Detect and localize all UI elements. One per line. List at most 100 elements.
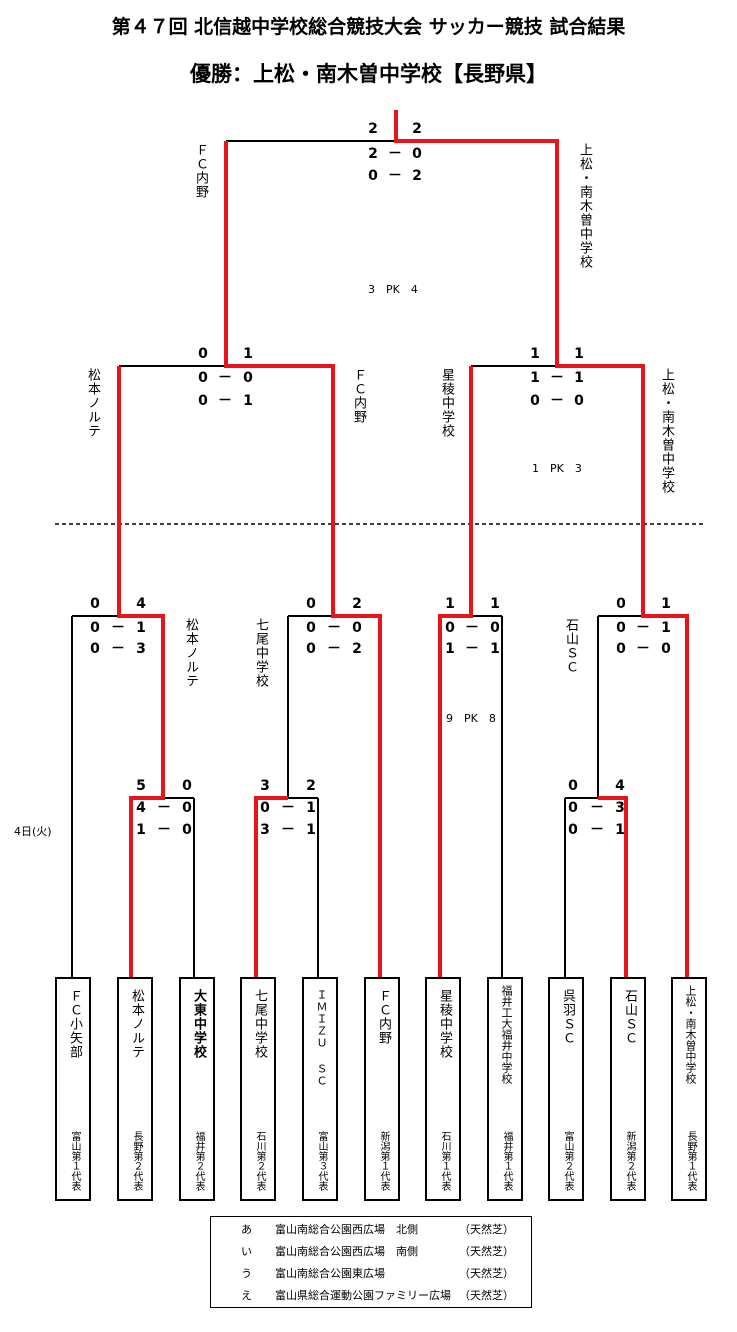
final-h1-left: 2 [368,146,378,162]
qf4-h2-right: 0 [661,641,671,657]
qf1-h2-dash: － [111,641,125,657]
qf3-h2-dash: － [465,641,479,657]
qf2-h2-dash: － [327,641,341,657]
team-name: 石山ＳＣ [622,989,637,1045]
r1m3-left-score: 0 [568,778,578,794]
qf1-winner-label: 松本ノルテ [183,618,198,688]
qf2-h1-right: 0 [352,620,362,636]
sf2-right-label: 上松・南木曽中学校 [659,368,674,494]
final-h2-dash: － [388,168,402,184]
qf2-h2-right: 2 [352,641,362,657]
team-name: 星稜中学校 [437,989,452,1059]
sf2-pk: 1 PK 3 [532,462,582,475]
r1m3-right-score: 4 [615,778,625,794]
qf4-h2-left: 0 [616,641,626,657]
sf2-left-label: 星稜中学校 [439,368,454,438]
team-box: 上松・南木曽中学校 長野第１代表 [671,977,707,1201]
date-label: 4日(火) [14,825,52,838]
team-name: 大東中学校 [191,989,206,1059]
champion-heading: 優勝：上松・南木曽中学校【長野県】 [190,62,547,86]
r1m2-h2-right: 1 [306,822,316,838]
venue-row: い 富山南総合公園西広場 南側 （天然芝） [211,1243,531,1261]
sf1-h1-right: 0 [243,370,253,386]
venue-place: 富山南総合公園東広場 [275,1267,385,1280]
sf1-right-score: 1 [243,346,253,362]
venue-mark: う [241,1267,252,1280]
team-box: 松本ノルテ 長野第２代表 [117,977,153,1201]
team-box: ＩＭＩＺＵ ＳＣ 富山第３代表 [302,977,338,1201]
qf2-right-score: 2 [352,596,362,612]
r1m2-h2-dash: － [281,822,295,838]
r1m1-left-score: 5 [136,778,146,794]
team-box: 大東中学校 福井第２代表 [179,977,215,1201]
qf4-h1-right: 1 [661,620,671,636]
sf1-h2-left: 0 [198,393,208,409]
qf4-left-score: 0 [616,596,626,612]
qf2-h2-left: 0 [306,641,316,657]
team-name: 福井工大福井中学校 [500,985,513,1084]
sf2-h2-dash: － [550,393,564,409]
qf2-h1-dash: － [327,620,341,636]
final-left-score: 2 [368,121,378,137]
sf1-h1-left: 0 [198,370,208,386]
team-qualification: 新潟第１代表 [378,1131,389,1191]
team-box: 七尾中学校 石川第２代表 [240,977,276,1201]
team-qualification: 富山第３代表 [316,1131,327,1191]
r1m1-h1-right: 0 [182,800,192,816]
venue-place: 富山県総合運動公園ファミリー広場 [275,1289,451,1302]
venue-surface: （天然芝） [459,1289,514,1302]
qf4-right-score: 1 [661,596,671,612]
team-box: 呉羽ＳＣ 富山第２代表 [548,977,584,1201]
qf3-h1-left: 0 [445,620,455,636]
sf1-left-score: 0 [198,346,208,362]
team-name: ＦＣ内野 [376,989,391,1045]
qf4-h1-dash: － [636,620,650,636]
sf1-h2-right: 1 [243,393,253,409]
team-qualification: 富山第１代表 [69,1131,80,1191]
qf3-pk: 9 PK 8 [446,712,496,725]
team-qualification: 福井第１代表 [501,1131,512,1191]
venue-mark: い [241,1245,252,1258]
sf2-h1-right: 1 [574,370,584,386]
qf1-h1-left: 0 [90,620,100,636]
team-name: ＦＣ小矢部 [67,989,82,1059]
qf3-h2-right: 1 [490,641,500,657]
r1m1-h2-dash: － [157,822,171,838]
team-name: ＩＭＩＺＵ ＳＣ [315,989,328,1087]
final-pk: 3 PK 4 [368,283,418,296]
r1m3-h2-right: 1 [615,822,625,838]
qf1-h2-left: 0 [90,641,100,657]
qf3-right-score: 1 [490,596,500,612]
team-box: 石山ＳＣ 新潟第２代表 [610,977,646,1201]
r1m2-h1-left: 0 [260,800,270,816]
team-qualification: 長野第２代表 [131,1131,142,1191]
qf3-left-score: 1 [445,596,455,612]
team-box: ＦＣ内野 新潟第１代表 [364,977,400,1201]
sf1-right-label: ＦＣ内野 [351,368,366,424]
final-right-score: 2 [412,121,422,137]
r1m2-h1-dash: － [281,800,295,816]
qf3-h1-dash: － [465,620,479,636]
sf2-h1-left: 1 [530,370,540,386]
qf4-h1-left: 0 [616,620,626,636]
venue-row: あ 富山南総合公園西広場 北側 （天然芝） [211,1221,531,1239]
qf3-h1-right: 0 [490,620,500,636]
team-box: ＦＣ小矢部 富山第１代表 [55,977,91,1201]
sf2-right-score: 1 [574,346,584,362]
r1m3-h1-right: 3 [615,800,625,816]
r1m3-h1-left: 0 [568,800,578,816]
qf1-h2-right: 3 [136,641,146,657]
page-title: 第４７回 北信越中学校総合競技大会 サッカー競技 試合結果 [111,16,626,38]
r1m2-h1-right: 1 [306,800,316,816]
team-name: 松本ノルテ [129,989,144,1059]
team-qualification: 富山第２代表 [562,1131,573,1191]
venue-place: 富山南総合公園西広場 南側 [275,1245,418,1258]
r1m3-h2-dash: － [590,822,604,838]
qf4-h2-dash: － [636,641,650,657]
r1m2-right-score: 2 [306,778,316,794]
team-name: 呉羽ＳＣ [560,989,575,1045]
sf1-left-label: 松本ノルテ [85,368,100,438]
venue-mark: え [241,1289,252,1302]
final-left-label: ＦＣ内野 [193,143,208,199]
venue-place: 富山南総合公園西広場 北側 [275,1223,418,1236]
